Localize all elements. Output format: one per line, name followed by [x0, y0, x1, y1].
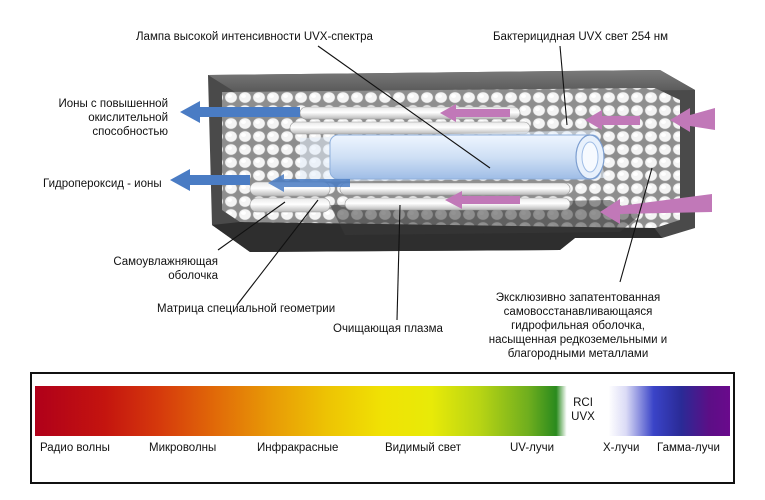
spectrum-panel	[30, 372, 735, 484]
plasma-label: Очищающая плазма	[333, 323, 443, 335]
hydroperoxide-label: Гидропероксид - ионы	[43, 178, 162, 190]
incoming-air-arrows	[440, 104, 715, 224]
band-visible-label: Видимый свет	[385, 442, 462, 454]
band-gamma-label: Гамма-лучи	[657, 442, 720, 454]
lamp-label: Лампа высокой интенсивности UVX-спектра	[136, 31, 373, 43]
band-uv-label: UV-лучи	[510, 442, 555, 454]
band-radio-label: Радио волны	[40, 442, 110, 454]
matrix-label: Матрица специальной геометрии	[157, 303, 336, 315]
outgoing-ion-arrows	[170, 101, 350, 192]
patented-shell-label: Эксклюзивно запатентованная самовосстана…	[488, 292, 668, 360]
bactericidal-label: Бактерицидная UVX свет 254 нм	[493, 31, 669, 43]
leader-lines	[217, 45, 653, 321]
uvx-lamp	[300, 130, 605, 182]
self-moisturizing-shell-label: Самоувлажняющая оболочка	[113, 256, 218, 282]
band-infrared-label: Инфракрасные	[257, 442, 339, 454]
spectrum-gradient-bar	[35, 386, 730, 436]
band-microwave-label: Микроволны	[149, 442, 217, 454]
band-xray-label: X-лучи	[603, 442, 640, 454]
rci-uvx-marker: RCI UVX	[571, 397, 595, 423]
oxidizing-ions-label: Ионы с повышенной окислительной способно…	[58, 98, 168, 138]
